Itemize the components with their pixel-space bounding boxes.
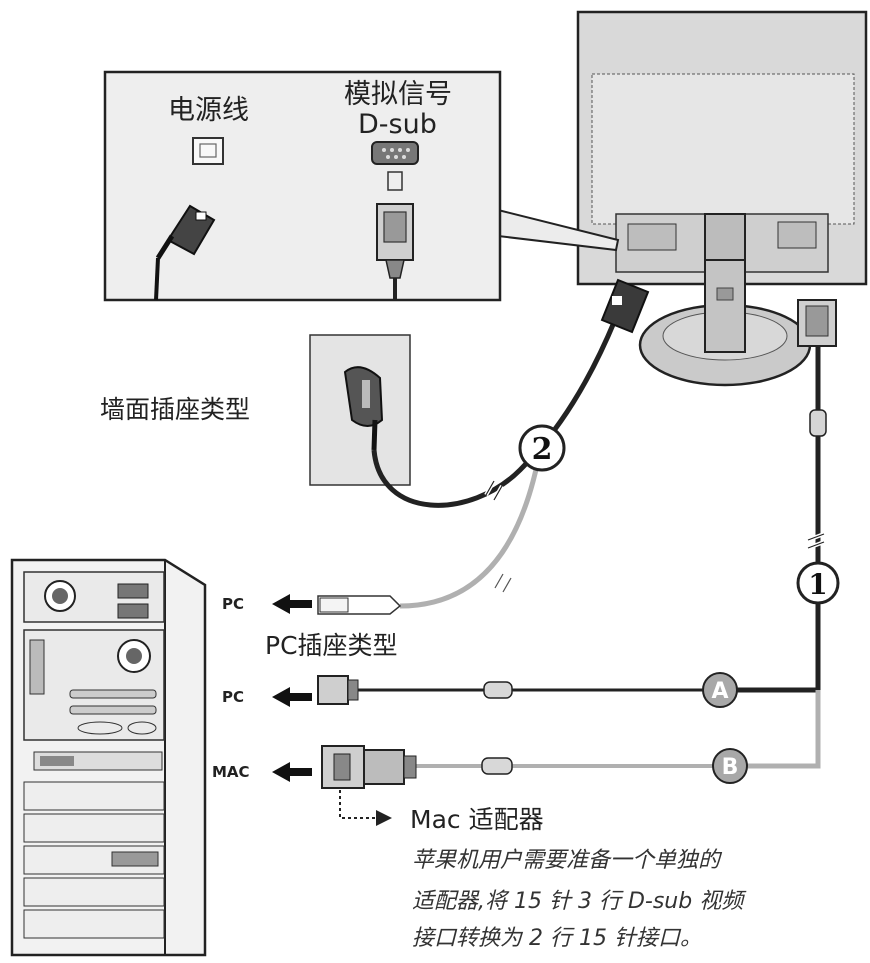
callout-panel (103, 70, 502, 302)
marker-a-label: A (711, 679, 728, 704)
wall-outlet-label: 墙面插座类型 (100, 395, 251, 424)
video-cable-b (321, 690, 821, 826)
pc-power-port-label: PC (222, 595, 245, 613)
power-cable (371, 278, 650, 508)
pc-tower (10, 558, 207, 957)
monitor-rear (576, 10, 868, 387)
mac-adapter-note-line-3: 接口转换为 2 行 15 针接口。 (412, 926, 702, 951)
video-cable-a (317, 675, 710, 705)
marker-1-label: 1 (808, 568, 827, 601)
marker-b-label: B (722, 755, 739, 780)
dsub-socket-icon (371, 141, 419, 165)
power-plug-icon (154, 204, 216, 301)
pc-video-port-label: PC (222, 688, 245, 706)
dsub-label: D-sub (358, 109, 437, 140)
analog-signal-label: 模拟信号 (344, 79, 452, 110)
marker-2: 2 (518, 424, 566, 472)
mac-adapter-note-line-1: 苹果机用户需要准备一个单独的 (412, 848, 721, 873)
pc-outlet-label: PC插座类型 (265, 631, 398, 660)
mac-adapter-note-line-2: 适配器,将 15 针 3 行 D-sub 视频 (412, 889, 744, 914)
pc-power-cable (317, 449, 543, 615)
arrow-mac-video (272, 762, 312, 782)
arrow-pc-video (272, 687, 312, 707)
mac-video-port-label: MAC (212, 763, 250, 781)
marker-1: 1 (796, 561, 840, 605)
mac-adapter-title: Mac 适配器 (410, 805, 544, 834)
marker-a: A (702, 672, 738, 708)
marker-b: B (712, 748, 748, 784)
marker-2-label: 2 (532, 432, 553, 467)
power-socket-icon (192, 137, 224, 165)
wall-outlet (309, 334, 411, 486)
arrow-pc-power (272, 594, 312, 614)
dsub-plug-icon (376, 203, 414, 300)
power-cord-label: 电源线 (168, 95, 249, 126)
